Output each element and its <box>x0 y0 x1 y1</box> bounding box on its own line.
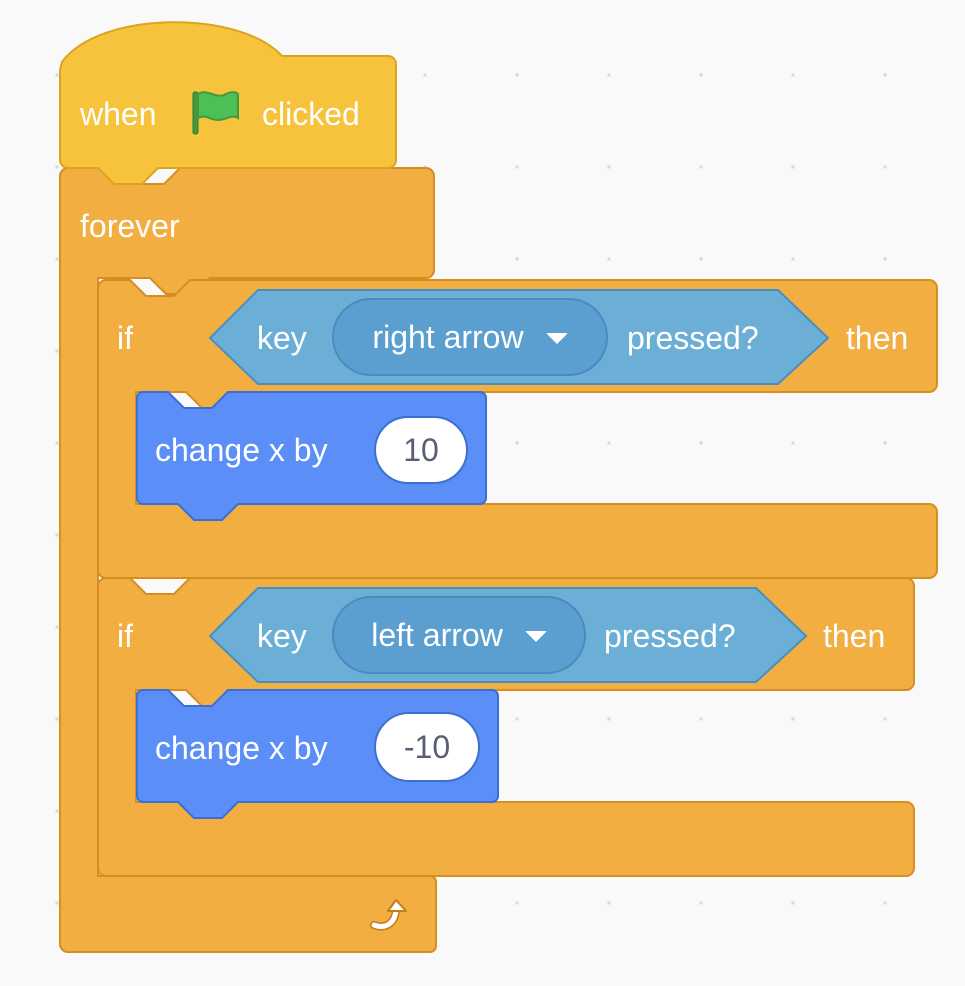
change-x-value-input[interactable]: 10 <box>374 416 468 484</box>
key-dropdown-value: right arrow <box>372 318 524 355</box>
change-x-value-input[interactable]: -10 <box>374 712 480 782</box>
key-dropdown-right[interactable]: right arrow <box>332 298 608 376</box>
key-dropdown-value: left arrow <box>371 616 503 653</box>
change-x-label: change x by <box>155 730 328 766</box>
then-label: then <box>823 618 886 654</box>
dropdown-caret-icon <box>524 630 547 642</box>
key-label: key <box>257 618 307 654</box>
pressed-label: pressed? <box>604 618 736 654</box>
then-label: then <box>846 320 909 356</box>
key-dropdown-left[interactable]: left arrow <box>332 596 586 674</box>
if-label: if <box>117 618 133 654</box>
change-x-label: change x by <box>155 432 328 468</box>
when-label: when <box>80 96 157 132</box>
key-label: key <box>257 320 307 356</box>
clicked-label: clicked <box>262 96 360 132</box>
dropdown-caret-icon <box>545 332 568 344</box>
loop-arrow-icon <box>370 899 407 931</box>
if-label: if <box>117 320 133 356</box>
green-flag-icon[interactable] <box>188 86 244 138</box>
pressed-label: pressed? <box>627 320 759 356</box>
forever-label: forever <box>80 208 180 244</box>
